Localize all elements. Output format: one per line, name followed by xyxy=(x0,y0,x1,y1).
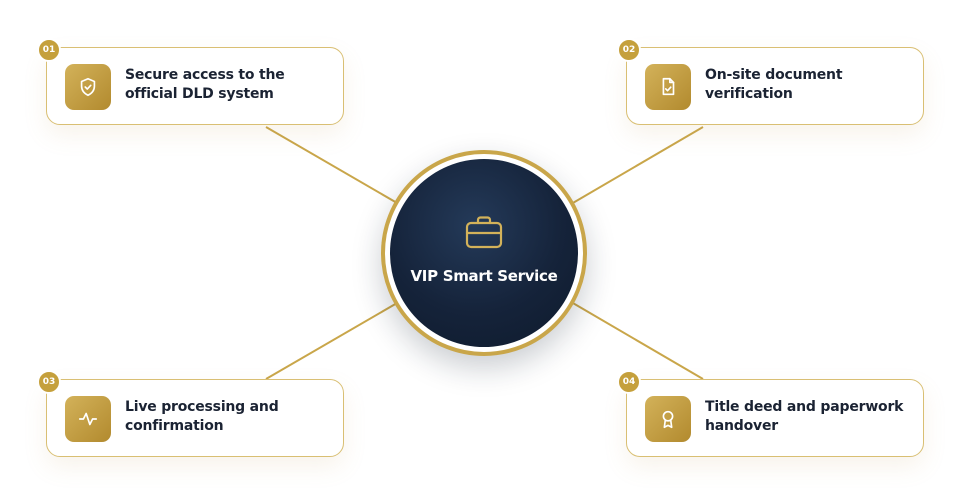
briefcase-icon xyxy=(464,214,504,255)
step-label: Secure access to the official DLD system xyxy=(125,67,285,102)
step-card-04: 04 Title deed and paperwork handover xyxy=(617,370,924,457)
connector-03 xyxy=(265,298,405,380)
step-number-badge: 03 xyxy=(37,370,61,394)
award-badge-icon xyxy=(645,396,691,442)
connector-01 xyxy=(265,126,405,208)
hub-circle: VIP Smart Service xyxy=(390,159,578,347)
step-label: Live processing and confirmation xyxy=(125,399,279,434)
connector-04 xyxy=(565,298,704,380)
hub-title: VIP Smart Service xyxy=(410,266,558,285)
step-number-badge: 01 xyxy=(37,38,61,62)
step-label: On-site document verification xyxy=(705,67,843,102)
step-card-02: 02 On-site document verification xyxy=(617,38,924,125)
connector-02 xyxy=(565,126,704,208)
step-number-badge: 04 xyxy=(617,370,641,394)
activity-pulse-icon xyxy=(65,396,111,442)
shield-check-icon xyxy=(65,64,111,110)
step-card-03: 03 Live processing and confirmation xyxy=(37,370,344,457)
document-check-icon xyxy=(645,64,691,110)
step-card-01: 01 Secure access to the official DLD sys… xyxy=(37,38,344,125)
step-label: Title deed and paperwork handover xyxy=(705,399,904,434)
step-number-badge: 02 xyxy=(617,38,641,62)
